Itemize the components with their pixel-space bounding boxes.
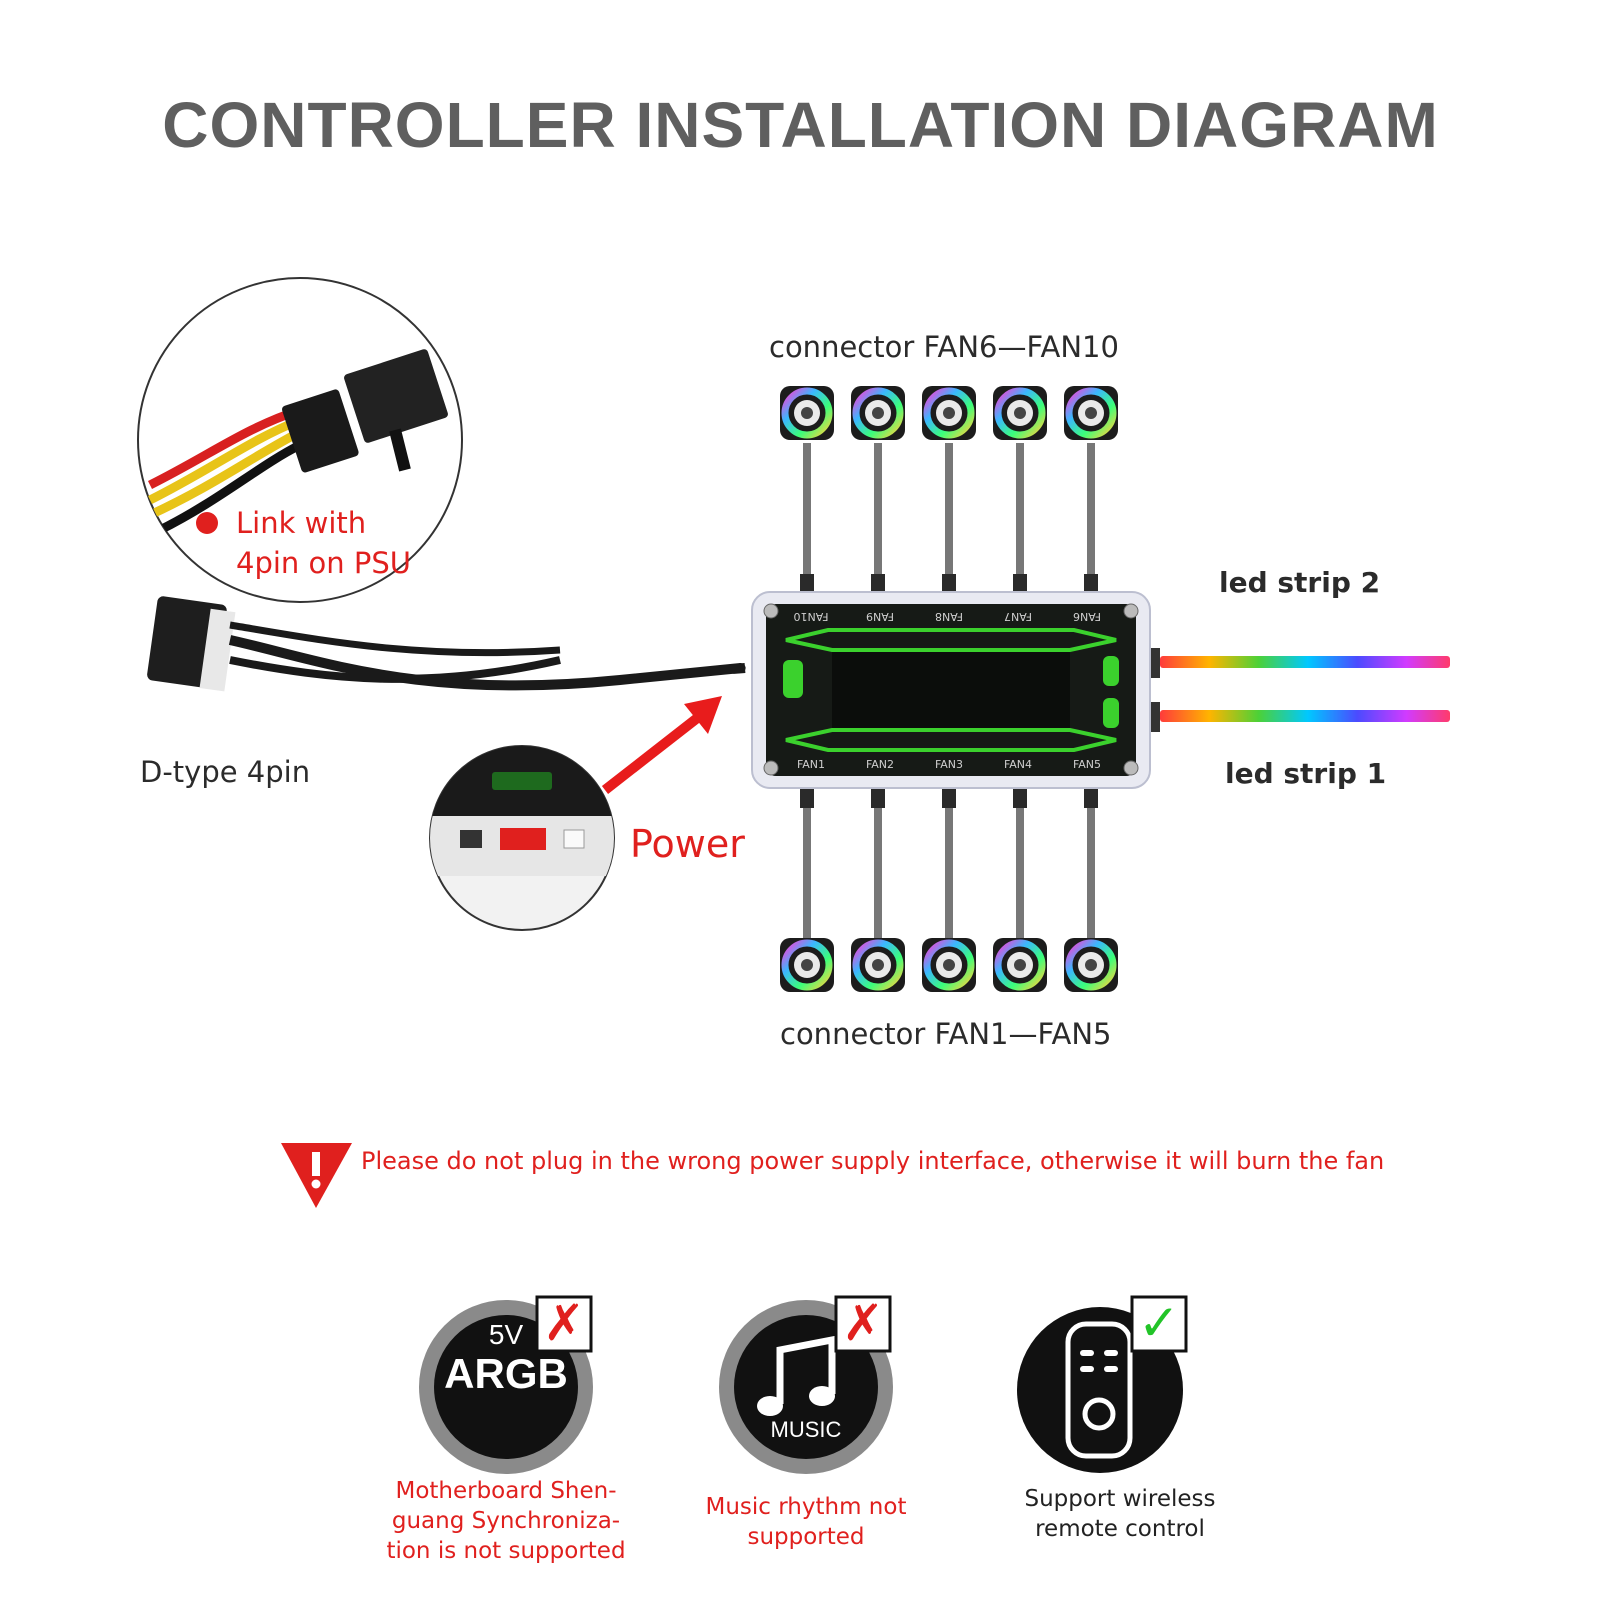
fan-plug [800,788,814,808]
fan-cable [1087,443,1095,583]
argb-5v-text: 5V [488,1319,524,1350]
fan-cable [874,790,882,940]
board-port-label: FAN8 [935,610,963,623]
fan-icon [851,386,905,440]
fan-icon [993,938,1047,992]
link-dot-icon [196,512,218,534]
fan-plug [871,574,885,594]
argb-5v-icon [419,1295,593,1474]
psu-link-label-line1: Link with [236,506,367,540]
fan-cable [1016,790,1024,940]
fan-plug [800,574,814,594]
warning-icon [281,1143,352,1208]
music-text: MUSIC [770,1417,842,1442]
fan-cable [945,443,953,583]
board-port-label: FAN7 [1004,610,1032,623]
fan-cable [1016,443,1024,583]
fan-plug [871,788,885,808]
board-port-label: FAN6 [1073,610,1101,623]
not-supported-mark-icon: ✗ [543,1295,585,1351]
fan-plug [1013,788,1027,808]
warning-text: Please do not plug in the wrong power su… [361,1147,1385,1175]
page-title: CONTROLLER INSTALLATION DIAGRAM [162,89,1439,161]
board-port-label: FAN4 [1004,758,1032,771]
board-port-label: FAN9 [866,610,894,623]
board-port-label: FAN3 [935,758,963,771]
fan-plug [942,574,956,594]
fan-icon [1064,938,1118,992]
fan-cable [874,443,882,583]
power-label: Power [630,822,745,866]
fan-plug [1013,574,1027,594]
board-port-label: FAN5 [1073,758,1101,771]
top-connector-label: connector FAN6—FAN10 [769,330,1119,364]
fan-plug [942,788,956,808]
bottom-connector-label: connector FAN1—FAN5 [780,1017,1112,1051]
board-port-label: FAN1 [797,758,825,771]
fan-cable [803,443,811,583]
music-note-icon [719,1295,893,1474]
fan-plug [1084,574,1098,594]
fan-icon [993,386,1047,440]
power-port-inset [429,745,615,931]
fan-plug [1084,788,1098,808]
not-supported-mark-icon: ✗ [842,1295,884,1351]
fan-cable [803,790,811,940]
fan-group [780,386,1118,992]
psu-connector-inset [137,277,463,603]
argb-text: ARGB [444,1350,568,1397]
d-type-label: D-type 4pin [140,755,311,789]
fan-icon [851,938,905,992]
feature-caption-music: Music rhythm not supported [705,1494,907,1550]
fan-cable [945,790,953,940]
power-arrow [601,696,722,794]
led-strip-2-label: led strip 2 [1219,566,1381,599]
board-port-label: FAN2 [866,758,894,771]
feature-caption-remote: Support wireless remote control [1024,1486,1216,1542]
feature-caption-argb: Motherboard Shen- guang Synchroniza- tio… [386,1478,626,1564]
fan-cable [1087,790,1095,940]
psu-link-label-line2: 4pin on PSU [236,546,411,580]
supported-check-icon: ✓ [1138,1295,1180,1351]
fan-icon [922,386,976,440]
d-type-4pin-connector [147,596,746,692]
fan-icon [1064,386,1118,440]
fan-icon [922,938,976,992]
fan-icon [780,386,834,440]
led-strip-2 [1148,648,1450,678]
board-port-label: FAN10 [793,610,828,623]
led-strip-1-label: led strip 1 [1225,757,1387,790]
led-strip-1 [1148,702,1450,732]
fan-icon [780,938,834,992]
remote-control-icon [1017,1295,1188,1473]
